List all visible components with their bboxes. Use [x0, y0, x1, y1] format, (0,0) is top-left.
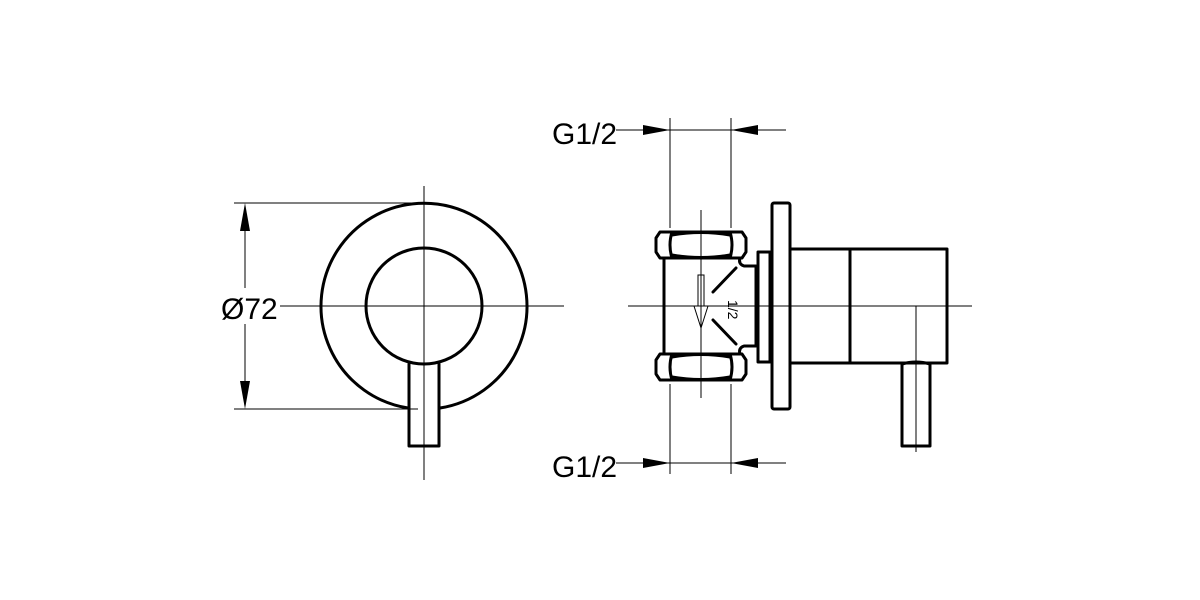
valve-body [788, 247, 949, 365]
arrow-left-icon [731, 125, 758, 135]
flow-arrow-icon [693, 274, 709, 330]
arrow-right-icon [643, 125, 670, 135]
arrow-up-icon [240, 203, 250, 231]
bottom-hex-nut [654, 352, 748, 382]
knob-circle [364, 246, 484, 366]
side-lever [900, 360, 932, 448]
inlet-size-label: 1/2 [725, 300, 741, 320]
top-hex-nut [654, 230, 748, 260]
arrow-down-icon [240, 381, 250, 409]
bottom-thread-label: G1/2 [552, 451, 617, 484]
lever [407, 362, 441, 448]
side-view: G1/2 G1/2 1/2 [552, 118, 972, 484]
diameter-label: Ø72 [221, 293, 278, 326]
arrow-left-icon [731, 458, 758, 468]
thread-mark-lower [711, 318, 738, 346]
thread-mark-upper [711, 266, 738, 294]
rosette-flange [770, 201, 792, 411]
arrow-right-icon [643, 458, 670, 468]
dim-label-bg [218, 288, 274, 324]
top-thread-label: G1/2 [552, 118, 617, 151]
collar [756, 250, 772, 364]
front-view: Ø72 [218, 186, 564, 480]
fitting-body-right [738, 256, 758, 356]
